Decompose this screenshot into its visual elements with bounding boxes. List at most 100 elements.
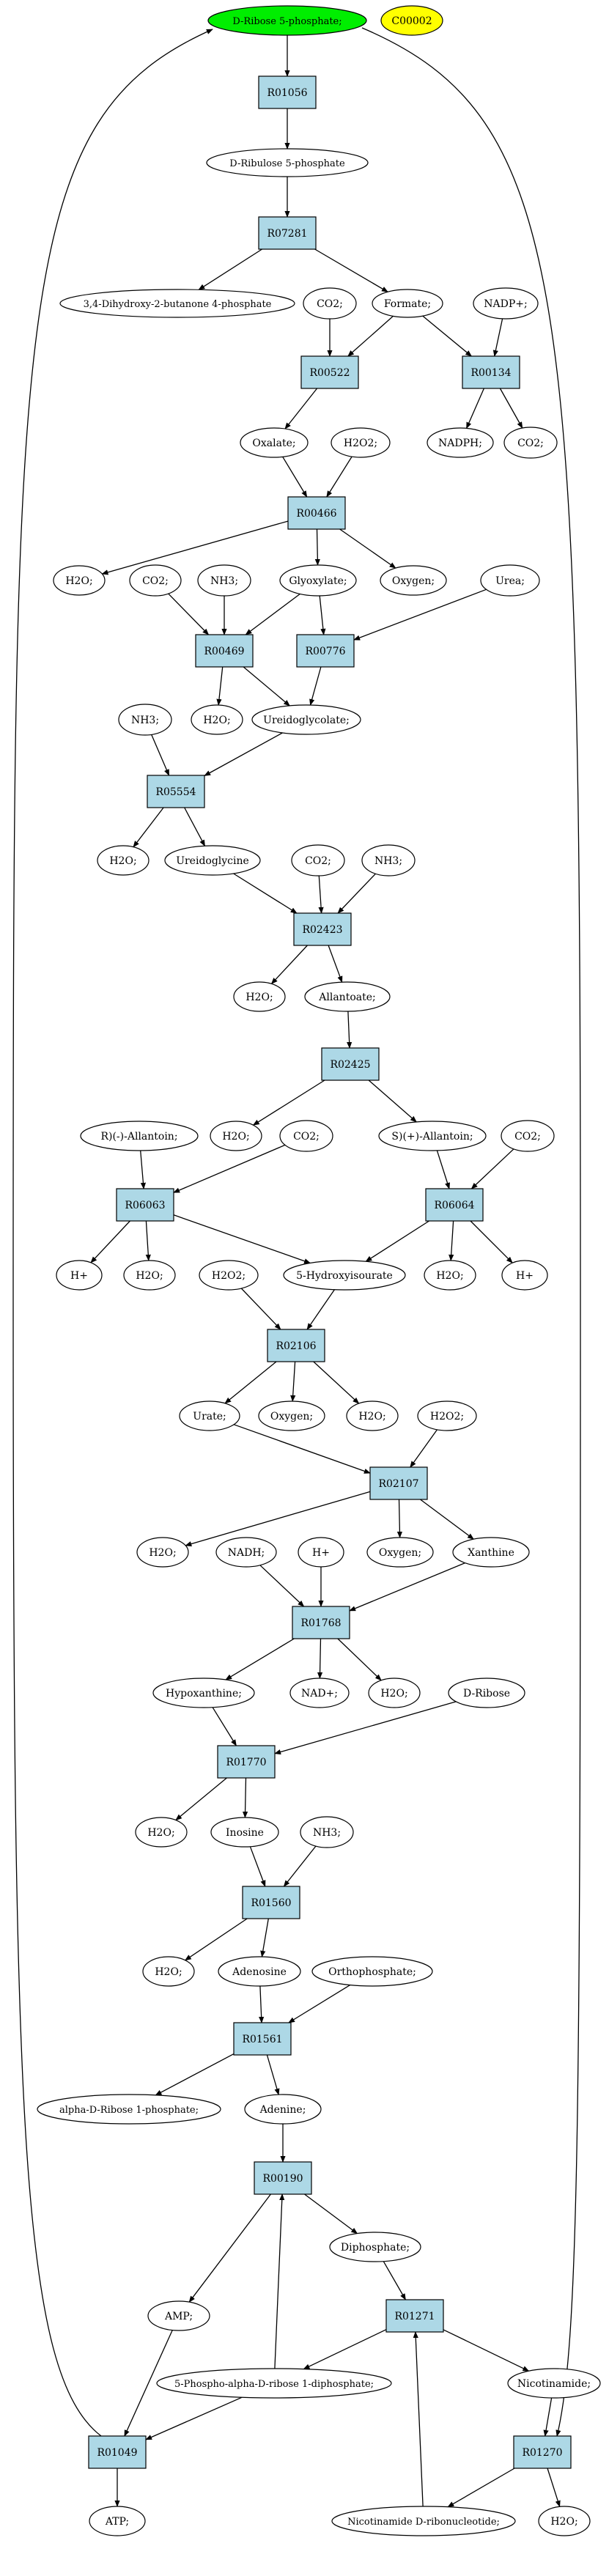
reaction-node-r06064[interactable]: R06064 — [425, 1188, 484, 1222]
edge-r00466-to-glyoxylate — [314, 528, 320, 566]
compound-node-h2o-e[interactable]: H2O; — [210, 1121, 262, 1151]
reaction-node-r00522[interactable]: R00522 — [300, 355, 359, 389]
compound-node-h2o-g[interactable]: H2O; — [424, 1260, 476, 1291]
reaction-node-r06063[interactable]: R06063 — [116, 1188, 174, 1222]
compound-node-co2-a[interactable]: CO2; — [303, 287, 357, 320]
reaction-node-r01056[interactable]: R01056 — [258, 75, 317, 109]
compound-node-hplus-b[interactable]: H+ — [501, 1260, 548, 1291]
compound-node-co2-e[interactable]: CO2; — [279, 1120, 333, 1152]
compound-node-h2o2-b[interactable]: H2O2; — [199, 1260, 259, 1291]
edge-r07281-to-dihydroxy — [198, 248, 262, 290]
compound-node-co2-d[interactable]: CO2; — [291, 844, 345, 876]
compound-node-h2o-k[interactable]: H2O; — [135, 1817, 188, 1848]
compound-node-ureidoglycine[interactable]: Ureidoglycine — [164, 845, 261, 876]
compound-node-glyoxylate[interactable]: Glyoxylate; — [279, 564, 357, 597]
compound-node-nh3-b[interactable]: NH3; — [118, 704, 172, 736]
compound-node-h2o-f[interactable]: H2O; — [123, 1260, 176, 1291]
compound-node-dihydroxy[interactable]: 3,4-Dihydroxy-2-butanone 4-phosphate — [59, 289, 295, 318]
compound-node-co2-b[interactable]: CO2; — [503, 427, 558, 459]
reaction-node-r00469[interactable]: R00469 — [195, 634, 254, 668]
compound-node-hydroxyisourate[interactable]: 5-Hydroxyisourate — [283, 1260, 406, 1291]
compound-node-hypoxanthine[interactable]: Hypoxanthine; — [152, 1678, 255, 1708]
compound-node-oxygen-b[interactable]: Oxygen; — [258, 1400, 325, 1431]
node-label: AMP; — [164, 2311, 193, 2322]
compound-node-c00002[interactable]: C00002 — [380, 5, 443, 36]
reaction-node-r01271[interactable]: R01271 — [385, 2299, 444, 2333]
compound-node-nh3-c[interactable]: NH3; — [361, 844, 416, 876]
compound-node-d-ribose[interactable]: D-Ribose — [448, 1678, 525, 1708]
compound-node-nicotinamide[interactable]: Nicotinamide; — [507, 2368, 601, 2399]
compound-node-xanthine[interactable]: Xanthine — [452, 1537, 530, 1568]
compound-node-prpp[interactable]: 5-Phospho-alpha-D-ribose 1-diphosphate; — [156, 2368, 392, 2399]
edge-r02106-to-urate — [224, 1361, 277, 1404]
compound-node-urea[interactable]: Urea; — [480, 564, 540, 597]
edge-r01560-to-adenosine — [260, 1918, 269, 1957]
compound-node-nh3-a[interactable]: NH3; — [197, 564, 251, 597]
compound-node-amp[interactable]: AMP; — [147, 2300, 210, 2331]
reaction-node-r01560[interactable]: R01560 — [242, 1886, 300, 1919]
compound-node-oxygen-c[interactable]: Oxygen; — [366, 1537, 434, 1568]
compound-node-h2o-l[interactable]: H2O; — [142, 1956, 195, 1987]
compound-ellipse — [56, 1260, 103, 1291]
compound-node-h2o-h[interactable]: H2O; — [346, 1400, 399, 1431]
compound-node-nadph[interactable]: NADPH; — [427, 427, 494, 458]
reaction-node-r01270[interactable]: R01270 — [513, 2435, 572, 2469]
compound-node-atp[interactable]: ATP; — [89, 2506, 146, 2536]
compound-node-h2o2-a[interactable]: H2O2; — [331, 427, 391, 458]
compound-node-hplus-c[interactable]: H+ — [298, 1537, 344, 1568]
compound-node-formate[interactable]: Formate; — [372, 289, 443, 318]
compound-node-diphosphate[interactable]: Diphosphate; — [329, 2232, 421, 2262]
compound-node-h2o-d[interactable]: H2O; — [233, 981, 286, 1012]
node-label: H2O; — [222, 1131, 249, 1143]
compound-node-oxalate[interactable]: Oxalate; — [240, 427, 309, 458]
compound-node-nadp[interactable]: NADP+; — [473, 287, 539, 320]
compound-node-h2o-b[interactable]: H2O; — [191, 704, 243, 735]
reaction-node-r02106[interactable]: R02106 — [267, 1329, 325, 1362]
node-label: H2O; — [65, 575, 92, 587]
compound-ellipse — [427, 427, 494, 458]
compound-node-oxygen-a[interactable]: Oxygen; — [380, 565, 447, 596]
compound-node-h2o-j[interactable]: H2O; — [368, 1678, 421, 1708]
reaction-node-r05554[interactable]: R05554 — [147, 775, 205, 808]
compound-node-orthophosphate[interactable]: Orthophosphate; — [311, 1956, 433, 1987]
compound-node-nmn[interactable]: Nicotinamide D-ribonucleotide; — [331, 2506, 516, 2536]
reaction-node-r02425[interactable]: R02425 — [321, 1047, 380, 1081]
compound-node-s-allantoin[interactable]: S)(+)-Allantoin; — [378, 1121, 487, 1151]
reaction-node-r00134[interactable]: R00134 — [462, 355, 520, 389]
compound-ellipse — [59, 289, 295, 318]
reaction-node-r00466[interactable]: R00466 — [287, 496, 346, 530]
compound-node-h2o-i[interactable]: H2O; — [136, 1537, 189, 1568]
compound-node-nh3-d[interactable]: NH3; — [300, 1816, 354, 1848]
compound-node-hplus-a[interactable]: H+ — [56, 1260, 103, 1291]
compound-node-co2-f[interactable]: CO2; — [501, 1120, 555, 1152]
compound-node-r-allantoin[interactable]: R)(-)-Allantoin; — [80, 1121, 199, 1151]
compound-node-h2o-m[interactable]: H2O; — [538, 2506, 591, 2536]
edge-r02106-to-h2o_h — [313, 1361, 360, 1404]
compound-node-ribulose5p[interactable]: D-Ribulose 5-phosphate — [206, 148, 369, 177]
compound-node-alpha-ribose1p[interactable]: alpha-D-Ribose 1-phosphate; — [37, 2094, 221, 2125]
reaction-node-r01770[interactable]: R01770 — [217, 1745, 276, 1779]
compound-node-nadh[interactable]: NADH; — [215, 1537, 277, 1568]
compound-node-h2o2-c[interactable]: H2O2; — [417, 1400, 477, 1431]
compound-ellipse — [368, 1678, 421, 1708]
reaction-node-r02107[interactable]: R02107 — [369, 1466, 428, 1500]
compound-node-adenine[interactable]: Adenine; — [244, 2094, 322, 2125]
reaction-node-r07281[interactable]: R07281 — [258, 216, 317, 250]
compound-node-adenosine[interactable]: Adenosine — [218, 1956, 301, 1987]
compound-ellipse — [448, 1678, 525, 1708]
reaction-node-r00776[interactable]: R00776 — [296, 634, 355, 668]
compound-node-co2-c[interactable]: CO2; — [129, 564, 182, 597]
reaction-node-r01768[interactable]: R01768 — [292, 1606, 350, 1639]
compound-node-nadplus[interactable]: NAD+; — [289, 1678, 350, 1708]
compound-node-ureidoglycolate[interactable]: Ureidoglycolate; — [251, 704, 361, 735]
reaction-node-r02423[interactable]: R02423 — [293, 912, 352, 946]
reaction-node-r01561[interactable]: R01561 — [233, 2022, 292, 2056]
compound-node-ribose5p-top[interactable]: D-Ribose 5-phosphate; — [207, 5, 367, 36]
reaction-node-r01049[interactable]: R01049 — [88, 2435, 147, 2469]
compound-node-h2o-a[interactable]: H2O; — [53, 565, 106, 596]
compound-node-h2o-c[interactable]: H2O; — [97, 845, 150, 876]
compound-node-inosine[interactable]: Inosine — [210, 1817, 279, 1848]
reaction-node-r00190[interactable]: R00190 — [254, 2161, 312, 2195]
compound-node-allantoate[interactable]: Allantoate; — [304, 981, 391, 1012]
compound-node-urate[interactable]: Urate; — [179, 1400, 240, 1431]
